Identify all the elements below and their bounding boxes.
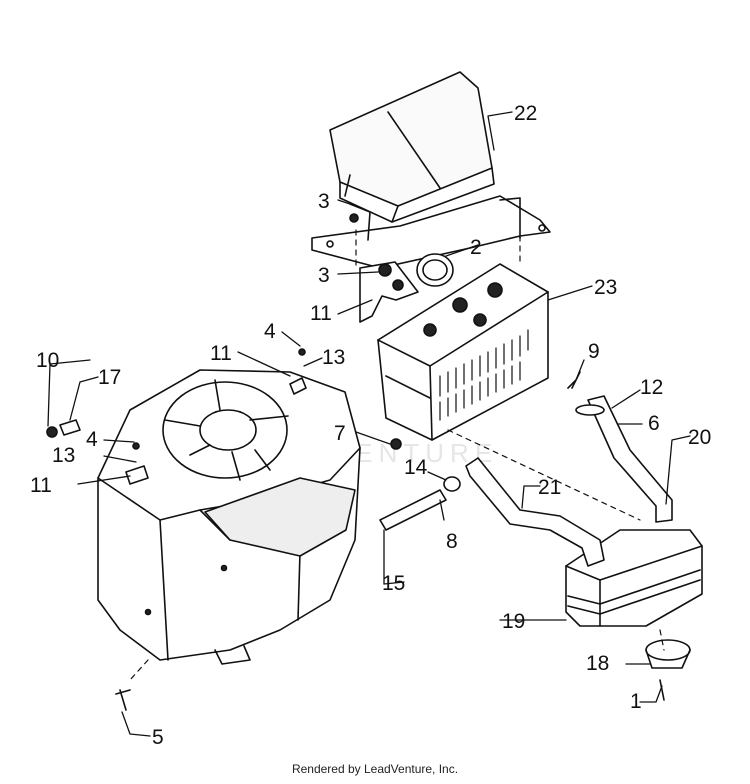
ring-collar-part <box>416 253 454 287</box>
callout-22: 22 <box>514 102 537 125</box>
callout-15: 15 <box>382 572 405 595</box>
exhaust-pipe-left-part <box>465 457 605 567</box>
callout-5: 5 <box>152 726 164 749</box>
heat-shield-part <box>377 263 549 441</box>
leader-lines <box>47 111 691 737</box>
callout-17: 17 <box>98 366 121 389</box>
callout-21: 21 <box>538 476 561 499</box>
callout-11a: 11 <box>310 302 332 325</box>
callout-20: 20 <box>688 426 711 449</box>
callout-13b: 13 <box>52 444 75 467</box>
callout-18: 18 <box>586 652 609 675</box>
callout-8: 8 <box>446 530 458 553</box>
callout-23: 23 <box>594 276 617 299</box>
callout-6: 6 <box>648 412 660 435</box>
callout-10: 10 <box>36 349 59 372</box>
callout-13a: 13 <box>322 346 345 369</box>
callout-4a: 4 <box>264 320 276 343</box>
callout-14: 14 <box>404 456 428 479</box>
callout-7: 7 <box>334 422 346 445</box>
callout-11c: 11 <box>30 474 52 497</box>
callout-1: 1 <box>630 690 642 713</box>
callout-19: 19 <box>502 610 525 633</box>
callout-3b: 3 <box>318 264 330 287</box>
mounting-bracket-part <box>311 195 551 269</box>
top-cover-part <box>329 71 495 223</box>
side-bracket-part <box>359 261 419 323</box>
callout-12: 12 <box>640 376 663 399</box>
small-hardware-parts <box>46 213 665 711</box>
outlet-clamp-part <box>645 639 691 669</box>
callout-3a: 3 <box>318 190 330 213</box>
callout-9: 9 <box>588 340 600 363</box>
alignment-lines <box>129 229 665 681</box>
engine-shroud-part <box>97 369 361 665</box>
render-credit: Rendered by LeadVenture, Inc. <box>291 762 459 776</box>
callout-2: 2 <box>470 236 482 259</box>
callout-labels: 1 2 3 3 4 4 5 6 7 8 9 10 11 11 11 12 13 … <box>30 102 711 749</box>
callout-4b: 4 <box>86 428 98 451</box>
exhaust-pipe-right-part <box>587 395 673 523</box>
callout-11b: 11 <box>210 342 232 365</box>
